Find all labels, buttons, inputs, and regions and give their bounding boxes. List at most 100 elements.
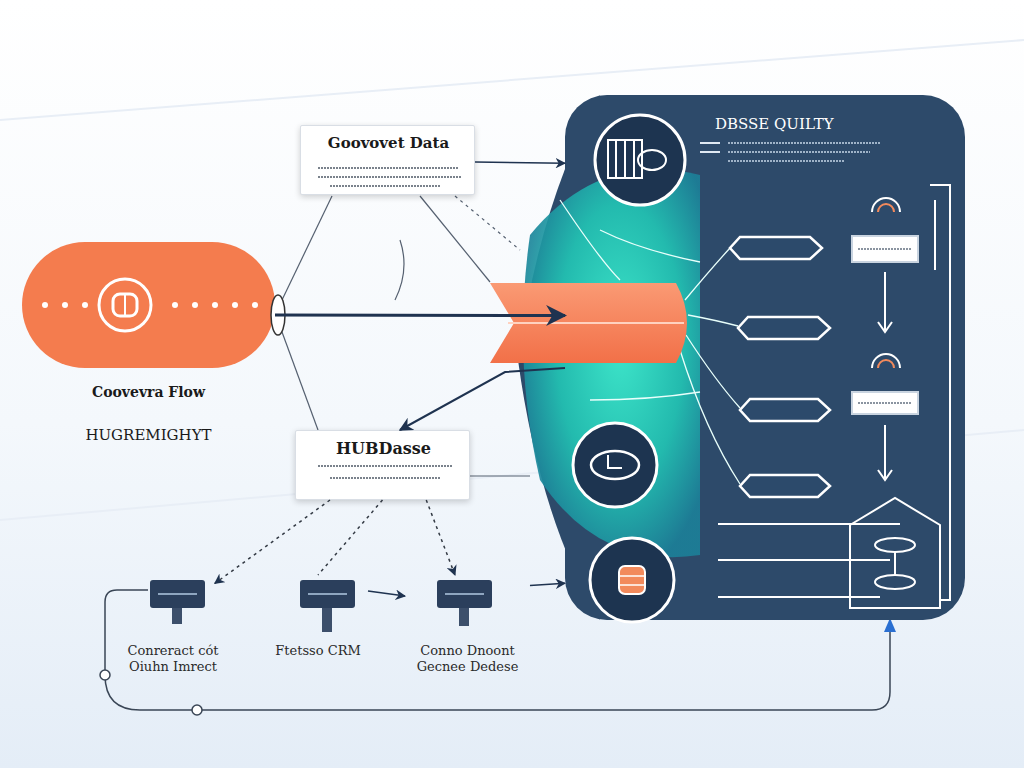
building-icon: [615, 140, 617, 178]
leader-line: [420, 196, 490, 282]
bracket-line: [934, 200, 936, 270]
database-icon: [619, 575, 645, 577]
storage-house: [850, 498, 940, 608]
building-icon: [608, 140, 642, 178]
node-label: HUBDasse: [296, 439, 471, 459]
monitor-screen: [437, 580, 492, 608]
leader-line: [455, 196, 520, 250]
pill-icon: [42, 279, 258, 331]
leader-line: [395, 240, 404, 300]
dashed-connector: [426, 500, 455, 575]
flow-arrow: [400, 368, 565, 430]
wire-terminal: [100, 670, 110, 680]
pill-dot: [192, 302, 198, 308]
process-panel: DBSSE QUILTY: [565, 95, 965, 620]
monitor-stand: [322, 608, 332, 632]
scribble-line: [858, 248, 912, 250]
storage-house: [875, 575, 915, 589]
pill-dot: [82, 302, 88, 308]
fan-rays: [560, 200, 740, 484]
process-box: HUBDasse: [295, 430, 470, 500]
pill-dot: [252, 302, 258, 308]
data-glow: [523, 169, 700, 557]
icon-ring: [99, 279, 151, 331]
dashed-connector: [318, 500, 383, 575]
system-node: Conreract cót Oiuhn Imrect: [118, 575, 228, 680]
status-column: [850, 185, 950, 608]
stage-tag: [730, 237, 822, 259]
monitor-screen: [150, 580, 205, 608]
loop-arrowhead: [884, 618, 896, 632]
node-label: DBSSE QUILTY: [715, 115, 915, 134]
pill-dot: [42, 302, 48, 308]
scribble-line: [330, 477, 440, 479]
building-icon: [638, 150, 666, 170]
storage-house: [875, 538, 915, 552]
flow-arrow: [475, 162, 565, 163]
flow-arrowhead: [878, 322, 892, 332]
rule-line: [718, 523, 900, 525]
ray-line: [560, 200, 620, 280]
building-icon: [624, 140, 626, 178]
flow-arrow: [275, 314, 565, 317]
scribble-line: [330, 185, 440, 187]
rule-line: [718, 596, 880, 598]
scribble-line: [728, 160, 845, 162]
pill-dot: [212, 302, 218, 308]
panel-rules: [718, 524, 900, 597]
signal-icon: [872, 198, 900, 212]
pill-dot: [62, 302, 68, 308]
flow-line: [884, 425, 886, 478]
panel-icons: [573, 115, 685, 622]
monitor-screen: [445, 593, 484, 595]
node-label: Conreract cót Oiuhn Imrect: [118, 643, 228, 676]
monitor-screen: [158, 593, 197, 595]
icon-core: [113, 294, 137, 316]
icon-circle: [573, 423, 657, 507]
flow-arrowhead: [878, 470, 892, 480]
bracket-line: [930, 185, 950, 600]
flow-line: [884, 272, 886, 330]
stage-tags: [730, 237, 830, 497]
box-scribble: [318, 168, 462, 478]
ray-line: [686, 335, 740, 408]
building-icon: [633, 140, 635, 178]
scribble-line: [858, 402, 912, 404]
scribble-line: [728, 142, 880, 144]
signal-icon: [878, 360, 894, 368]
icon-circle: [590, 538, 674, 622]
node-label: Coovevra Flow: [42, 384, 255, 402]
scribble-line: [318, 176, 462, 178]
pill-dot: [232, 302, 238, 308]
pointer-line: [700, 142, 720, 144]
database-icon: [619, 584, 645, 586]
status-card: [852, 392, 918, 414]
ray-line: [688, 315, 738, 326]
leader-line: [470, 475, 530, 476]
signal-icon: [872, 354, 900, 368]
scribble-line: [318, 167, 458, 169]
ray-line: [685, 248, 730, 300]
wire-terminal: [192, 705, 202, 715]
monitor-screen: [308, 593, 347, 595]
stage-tag: [738, 317, 830, 339]
icon-core: [124, 294, 126, 316]
ray-line: [680, 350, 740, 484]
node-label: Goovovet Data: [301, 134, 476, 153]
loop-wire: [105, 630, 890, 710]
ray-line: [590, 392, 700, 400]
monitor-stand: [459, 608, 469, 626]
rule-line: [718, 559, 890, 561]
monitor-stand: [172, 608, 182, 624]
flow-arrow: [368, 591, 405, 596]
status-card: [852, 236, 918, 262]
node-sublabel: HUGREMIGHYT: [42, 426, 255, 445]
leader-line: [282, 332, 318, 430]
stage-tag: [740, 399, 830, 421]
leader-line: [282, 196, 332, 300]
storage-house: [894, 552, 896, 575]
flow-arrow: [530, 583, 565, 585]
system-node: Ftetsso CRM: [268, 575, 368, 655]
database-icon: [619, 566, 645, 594]
